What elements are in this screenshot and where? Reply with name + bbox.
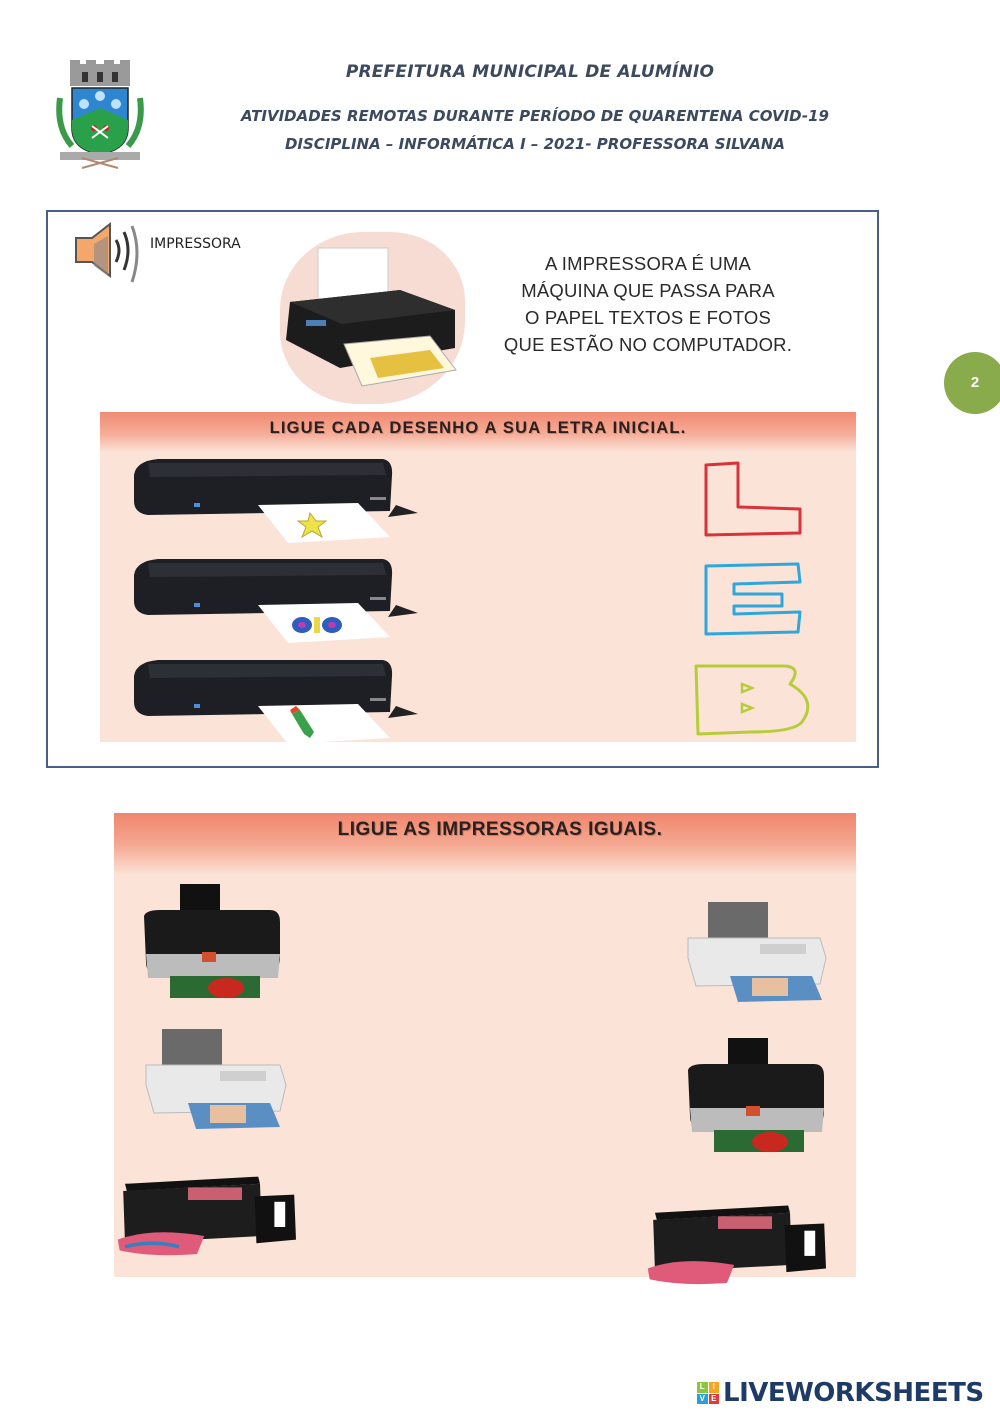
printer-description: A IMPRESSORA É UMA MÁQUINA QUE PASSA PAR… — [478, 250, 818, 358]
liveworksheets-brand[interactable]: L I V E LIVEWORKSHEETS — [697, 1378, 984, 1408]
match-printers-title-band: LIGUE AS IMPRESSORAS IGUAIS. — [114, 813, 856, 875]
letter-B[interactable] — [690, 660, 820, 750]
coat-of-arms-logo — [56, 60, 144, 169]
header-title: PREFEITURA MUNICIPAL DE ALUMÍNIO — [345, 62, 715, 82]
liveworksheets-logo-icon: L I V E — [697, 1382, 719, 1404]
logo-letter: I — [708, 1382, 719, 1393]
logo-letter: V — [697, 1393, 708, 1404]
page-number-badge: 2 — [944, 352, 1000, 414]
left-printer-black-photo[interactable] — [130, 882, 310, 1002]
left-printer-black-inktank[interactable] — [116, 1158, 296, 1278]
logo-letter: E — [708, 1393, 719, 1404]
hero-printer-image — [286, 247, 457, 387]
logo-letter: L — [697, 1382, 708, 1393]
description-line: A IMPRESSORA É UMA — [544, 253, 752, 274]
header-subtitle-activities: ATIVIDADES REMOTAS DURANTE PERÍODO DE QU… — [241, 107, 829, 125]
letter-E[interactable] — [690, 560, 820, 650]
match-printers-title: LIGUE AS IMPRESSORAS IGUAIS. — [337, 819, 663, 840]
description-line: O PAPEL TEXTOS E FOTOS — [524, 307, 771, 328]
header-subtitle-discipline: DISCIPLINA – INFORMÁTICA I – 2021- PROFE… — [284, 135, 786, 153]
right-printer-white-photo[interactable] — [680, 898, 860, 1018]
description-line: MÁQUINA QUE PASSA PARA — [521, 280, 775, 301]
right-printer-black-inktank[interactable] — [646, 1186, 826, 1306]
section-1-frame — [46, 210, 879, 768]
left-printer-white-photo[interactable] — [130, 1025, 310, 1145]
printer-butterfly-drawing[interactable] — [128, 555, 418, 645]
printer-star-drawing[interactable] — [128, 455, 418, 545]
audio-label: IMPRESSORA — [150, 236, 241, 252]
liveworksheets-wordmark: LIVEWORKSHEETS — [723, 1378, 984, 1408]
letter-L[interactable] — [690, 455, 820, 545]
description-line: QUE ESTÃO NO COMPUTADOR. — [503, 334, 793, 355]
match-letter-title: LIGUE CADA DESENHO A SUA LETRA INICIAL. — [269, 419, 687, 437]
printer-pencil-drawing[interactable] — [128, 656, 418, 746]
speaker-icon[interactable] — [74, 220, 146, 288]
right-printer-black-photo[interactable] — [678, 1036, 858, 1156]
match-letter-title-band: LIGUE CADA DESENHO A SUA LETRA INICIAL. — [100, 412, 856, 452]
